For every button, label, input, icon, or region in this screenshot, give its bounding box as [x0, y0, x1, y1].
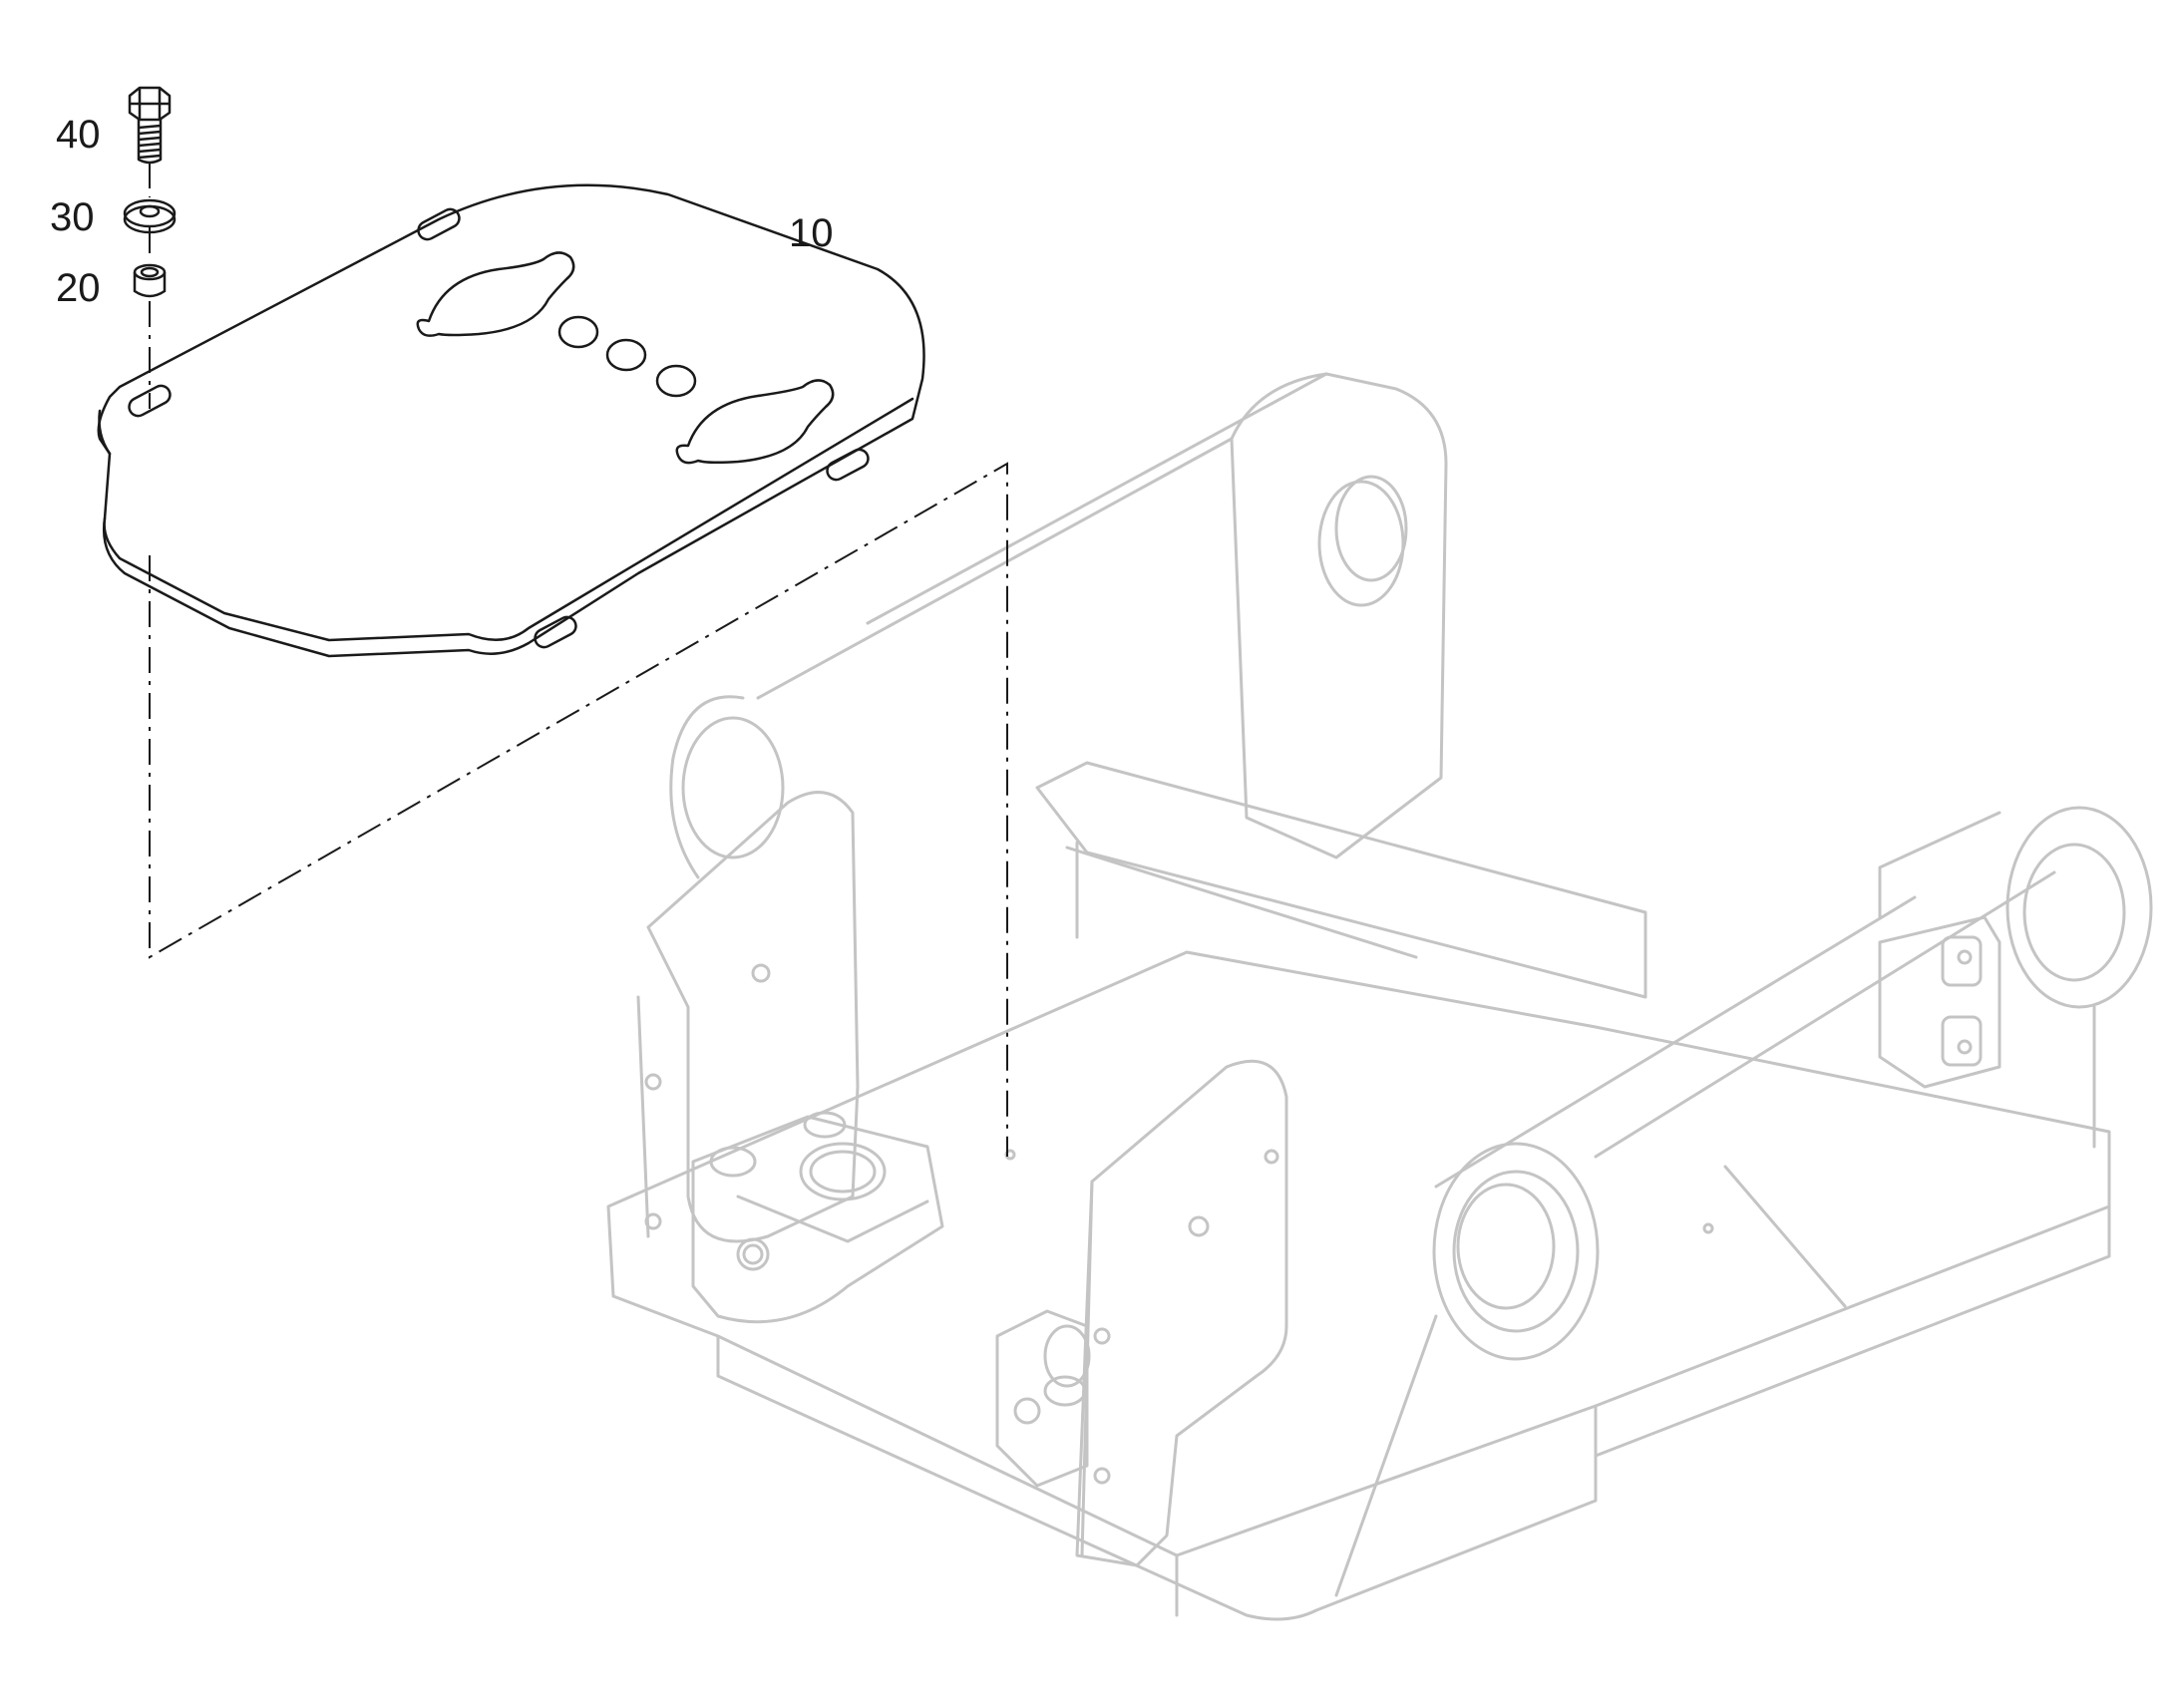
callout-20: 20 — [56, 266, 101, 310]
coupler-frame-assembly — [606, 372, 2153, 1621]
mounting-plate-10 — [97, 183, 925, 658]
callout-40: 40 — [56, 113, 101, 157]
hex-bolt-40 — [128, 86, 172, 165]
assembly-centerlines — [149, 163, 1008, 1157]
callout-10: 10 — [789, 211, 834, 255]
callout-30: 30 — [50, 195, 95, 239]
spacer-sleeve-20 — [133, 263, 167, 298]
